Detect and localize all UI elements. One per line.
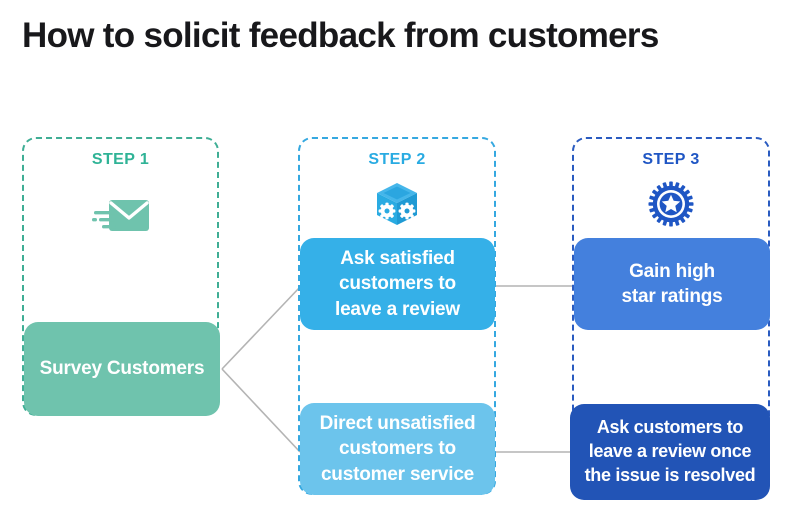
step-1-icon-wrap bbox=[24, 191, 217, 245]
node-gain-high-star-ratings[interactable]: Gain high star ratings bbox=[574, 238, 770, 330]
node-ask-satisfied-line-3: leave a review bbox=[334, 298, 461, 320]
page-title: How to solicit feedback from customers bbox=[22, 16, 659, 55]
step-2-label: STEP 2 bbox=[368, 151, 426, 168]
node-direct-unsatisfied-line-3: customer service bbox=[320, 463, 475, 485]
step-3-icon-wrap bbox=[574, 177, 768, 231]
cube-gears-icon bbox=[377, 183, 417, 225]
step-2-icon-wrap bbox=[300, 177, 494, 231]
star-badge-icon bbox=[648, 181, 694, 227]
node-ask-satisfied-line-2: customers to bbox=[339, 273, 456, 295]
envelope-send-icon bbox=[91, 200, 149, 231]
step-3-label: STEP 3 bbox=[642, 151, 700, 168]
node-ask-customers-after-resolution[interactable]: Ask customers to leave a review once the… bbox=[570, 404, 770, 500]
node-ask-once-line-1: Ask customers to bbox=[596, 417, 744, 438]
node-direct-unsatisfied-line-1: Direct unsatisfied bbox=[319, 413, 476, 435]
step-column-1: STEP 1 bbox=[22, 137, 219, 416]
node-gain-high-line-1: Gain high bbox=[629, 260, 715, 282]
step-column-2: STEP 2 bbox=[298, 137, 496, 495]
node-direct-unsatisfied-line-2: customers to bbox=[339, 438, 456, 460]
node-ask-once-line-2: leave a review once bbox=[588, 441, 752, 462]
node-direct-unsatisfied-customers[interactable]: Direct unsatisfied customers to customer… bbox=[300, 403, 495, 495]
node-ask-once-line-3: the issue is resolved bbox=[584, 464, 756, 485]
node-survey-line-1: Survey Customers bbox=[39, 358, 205, 380]
node-ask-satisfied-line-1: Ask satisfied bbox=[340, 248, 455, 270]
node-ask-satisfied-customers[interactable]: Ask satisfied customers to leave a revie… bbox=[300, 238, 495, 330]
node-survey-customers[interactable]: Survey Customers bbox=[24, 322, 220, 416]
connector-survey-to-direct-unsatisfied bbox=[221, 368, 301, 453]
step-1-label: STEP 1 bbox=[91, 151, 150, 168]
node-gain-high-line-2: star ratings bbox=[621, 286, 723, 307]
connector-survey-to-ask-satisfied bbox=[221, 286, 301, 370]
